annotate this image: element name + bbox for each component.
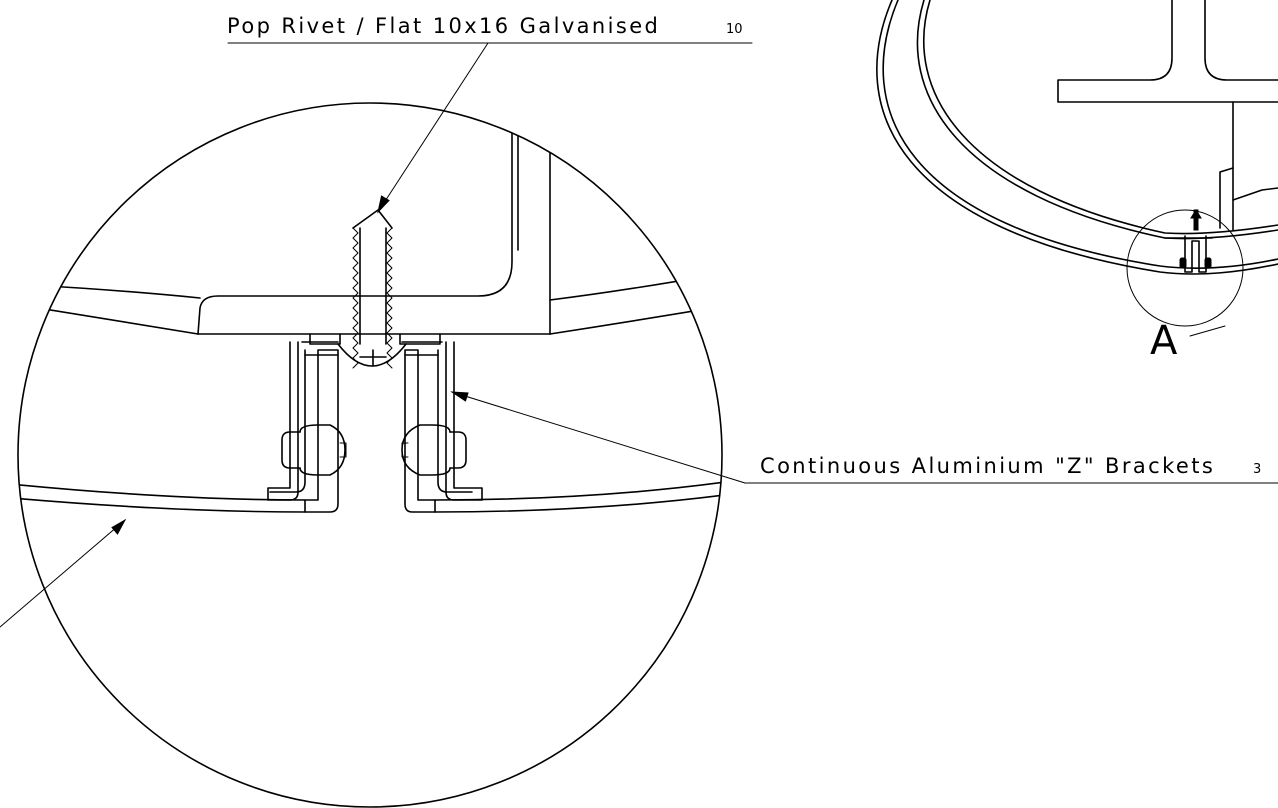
bracket-callout: Continuous Aluminium "Z" Brackets 3 [450,391,1278,484]
bracket-leader-arrowhead [450,391,469,402]
skin-leader-line [0,519,126,628]
rivet-callout-qty: 10 [726,22,743,37]
rivet-callout: Pop Rivet / Flat 10x16 Galvanised 10 [227,14,753,214]
rivet-leader-arrowhead [377,195,390,214]
detail-a-marker [1126,209,1244,327]
overview-view: A [876,0,1278,364]
rivet-serration [352,227,359,369]
bracket-leader-line [451,391,746,484]
bracket-callout-label: Continuous Aluminium "Z" Brackets [760,454,1215,478]
rivet-callout-label: Pop Rivet / Flat 10x16 Galvanised [227,14,660,38]
skin-leader-arrowhead [111,518,127,535]
detail-view [17,102,723,808]
bracket-callout-qty: 3 [1253,462,1261,477]
detail-letter: A [1150,318,1178,364]
skin-leader [0,518,127,628]
detail-boundary-circle [17,102,723,808]
rivet-leader-line [377,42,489,213]
